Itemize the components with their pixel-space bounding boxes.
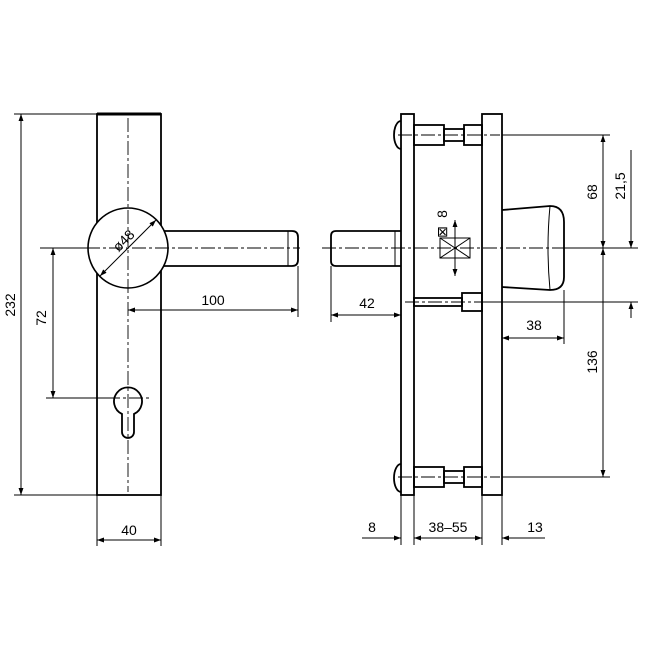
side-lever-stub [330,230,401,267]
dim-72-label: 72 [33,310,49,326]
dim-100-label: 100 [201,292,225,308]
dim-38-55-label: 38–55 [429,519,468,535]
dim-8-plate-label: 8 [368,519,376,535]
dim-232-label: 232 [2,293,18,317]
dim-136-label: 136 [584,350,600,374]
dim-68-label: 68 [584,184,600,200]
dim-21-5-label: 21,5 [612,172,628,199]
spindle-square-symbol: ⊠ [434,226,450,238]
bottom-screw-head [393,463,402,493]
dim-8-spindle-label: 8 [434,210,450,218]
front-view: ø48 232 72 100 40 [2,112,300,546]
keyhole [113,386,143,439]
dim-42-label: 42 [359,295,375,311]
dim-13-label: 13 [527,519,543,535]
dim-38-label: 38 [526,317,542,333]
side-view: ⊠ 8 68 21,5 136 38 42 [322,113,638,545]
dim-40-label: 40 [121,522,137,538]
cylinder-rosette [501,205,565,291]
front-lever [155,230,299,267]
outer-plate [400,113,415,496]
top-screw-head [393,120,402,150]
inner-plate [481,113,503,496]
